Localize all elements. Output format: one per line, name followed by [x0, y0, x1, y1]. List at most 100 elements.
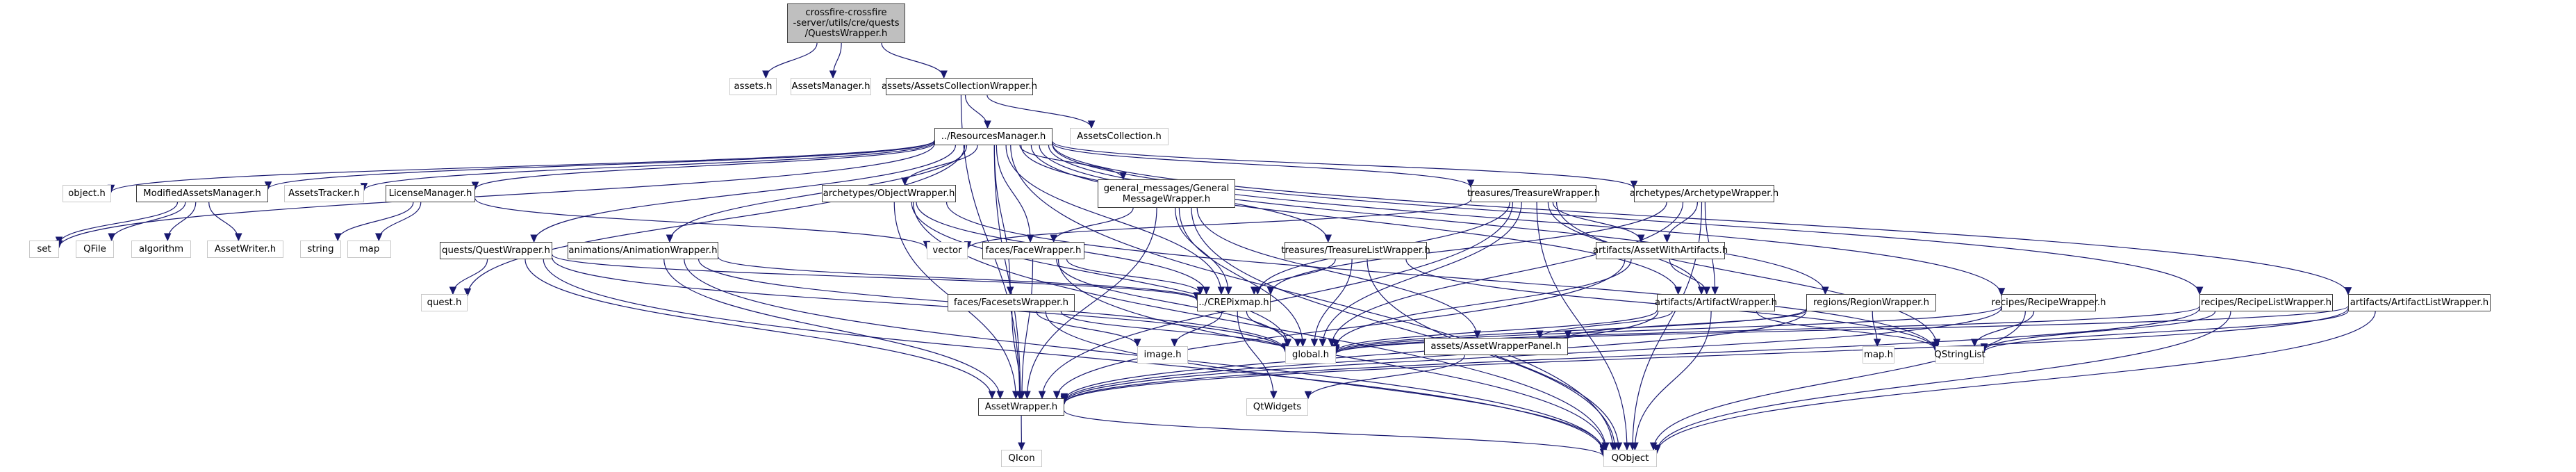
node-assetscollectionwrapper-h[interactable]: assets/AssetsCollectionWrapper.h [882, 78, 1037, 95]
edge-assetwrapperpanel_h-to-qtwidgets [1307, 355, 1465, 399]
node-label: quest.h [427, 298, 462, 308]
edge-facewrapper_h-to-global_h [1056, 259, 1288, 347]
node-objectwrapper-h[interactable]: archetypes/ObjectWrapper.h [822, 185, 956, 202]
node-regionwrapper-h[interactable]: regions/RegionWrapper.h [1806, 294, 1936, 311]
node-assetwrapperpanel-h[interactable]: assets/AssetWrapperPanel.h [1424, 338, 1568, 355]
edge-treasurewrapper_h-to-assetwrapper_h [1041, 202, 1514, 399]
node-modifiedassetsmanager-h[interactable]: ModifiedAssetsManager.h [136, 185, 268, 202]
arrowhead-icon [1052, 391, 1061, 400]
node-licensemanager-h[interactable]: LicenseManager.h [386, 185, 475, 202]
node-treasurewrapper-h[interactable]: treasures/TreasureWrapper.h [1467, 185, 1600, 202]
node-label: recipes/RecipeListWrapper.h [2200, 298, 2332, 308]
edge-animationwrapper_h-to-crepixmap_h [718, 257, 1198, 300]
node-treasurelistwrapper-h[interactable]: treasures/TreasureListWrapper.h [1281, 242, 1430, 259]
arrowhead-icon [1133, 339, 1141, 348]
edge-resourcesmanager_h-to-qobject [1010, 145, 1614, 450]
arrowhead-icon [1012, 391, 1020, 400]
node-questwrapper-h[interactable]: quests/QuestWrapper.h [440, 242, 552, 259]
edge-resourcesmanager_h-to-crepixmap_h [1005, 145, 1222, 295]
node-qobject: QObject [1603, 450, 1657, 467]
edge-treasurewrapper_h-to-qstringlist [1555, 202, 1938, 347]
node-label: QStringList [1934, 350, 1985, 360]
edge-assetscollectionwrapper_h-to-assetscollection_h [986, 95, 1092, 129]
node-qfile: QFile [76, 241, 114, 258]
edge-facesetswrapper_h-to-global_h [1060, 311, 1286, 351]
node-recipelistwrapper-h[interactable]: recipes/RecipeListWrapper.h [2199, 294, 2333, 311]
node-root[interactable]: crossfire-crossfire -server/utils/cre/qu… [787, 3, 905, 43]
edge-assetwithartifacts_h-to-assetwrapper_h [1056, 259, 1626, 399]
edge-resourcesmanager_h-to-artifactlistwrapper_h [1052, 143, 2349, 295]
edge-facewrapper_h-to-crepixmap_h [1066, 259, 1201, 295]
node-algorithm: algorithm [131, 241, 191, 258]
edge-recipelistwrapper_h-to-global_h [1335, 306, 2200, 355]
edge-recipewrapper_h-to-global_h [1335, 305, 2002, 354]
arrowhead-icon [1615, 442, 1623, 451]
edge-modifiedassetsmanager_h-to-assetwriter_h [208, 202, 239, 241]
node-generalmessagewrapper-h[interactable]: general_messages/General MessageWrapper.… [1098, 179, 1235, 208]
edge-artifactlistwrapper_h-to-qobject [1656, 311, 2376, 453]
node-label: faces/FaceWrapper.h [985, 245, 1082, 256]
node-resourcesmanager-h[interactable]: ../ResourcesManager.h [934, 128, 1052, 145]
edge-treasurelistwrapper_h-to-global_h [1314, 259, 1353, 347]
edge-root-to-assets_h [765, 42, 818, 79]
edge-recipelistwrapper_h-to-qobject [1656, 311, 2231, 453]
arrowhead-icon [1324, 234, 1332, 243]
node-assetwriter-h: AssetWriter.h [207, 241, 283, 258]
arrowhead-icon [1225, 286, 1232, 295]
node-label: artifacts/ArtifactListWrapper.h [2350, 298, 2489, 308]
arrowhead-icon [333, 233, 342, 242]
edge-resourcesmanager_h-to-recipewrapper_h [1048, 145, 2002, 295]
node-artifactlistwrapper-h[interactable]: artifacts/ArtifactListWrapper.h [2348, 294, 2491, 311]
edge-questwrapper_h-to-assetwrapper_h [525, 259, 993, 399]
node-qstringlist: QStringList [1934, 346, 1985, 364]
arrowhead-icon [2195, 286, 2204, 295]
edge-facesetswrapper_h-to-assetwrapper_h [1012, 311, 1021, 399]
node-label: set [37, 244, 51, 254]
node-recipewrapper-h[interactable]: recipes/RecipeWrapper.h [1992, 294, 2106, 311]
edge-treasurewrapper_h-to-global_h [1322, 202, 1522, 347]
edge-licensemanager_h-to-string [337, 202, 414, 241]
edge-artifactwrapper_h-to-global_h [1335, 310, 1658, 352]
edge-resourcesmanager_h-to-generalmessagewrapper_h [1019, 145, 1124, 180]
arrowhead-icon [1171, 339, 1178, 348]
node-crepixmap-h[interactable]: ../CREPixmap.h [1197, 294, 1271, 311]
edge-root-to-assetscollectionwrapper_h [881, 42, 945, 79]
arrowhead-icon [666, 234, 674, 243]
arrowhead-icon [1217, 286, 1225, 295]
node-label: general_messages/General MessageWrapper.… [1103, 183, 1230, 204]
edge-generalmessagewrapper_h-to-qobject [1191, 207, 1616, 450]
arrowhead-icon [1637, 234, 1645, 243]
arrowhead-icon [1299, 339, 1307, 348]
node-image-h: image.h [1137, 346, 1188, 364]
edge-licensemanager_h-to-vector [474, 198, 927, 249]
node-animationwrapper-h[interactable]: animations/AnimationWrapper.h [568, 242, 718, 259]
edge-generalmessagewrapper_h-to-global_h [1178, 207, 1303, 347]
arrowhead-icon [988, 391, 996, 400]
node-label: regions/RegionWrapper.h [1813, 298, 1930, 308]
edge-resourcesmanager_h-to-regionwrapper_h [1039, 145, 1826, 295]
edge-recipewrapper_h-to-qobject [1653, 311, 2026, 450]
node-label: assets.h [734, 81, 773, 92]
node-assetwithartifacts-h[interactable]: artifacts/AssetWithArtifacts.h [1593, 242, 1728, 259]
node-assetscollection-h: AssetsCollection.h [1070, 128, 1169, 145]
edge-resourcesmanager_h-to-assetstracker_h [363, 141, 935, 191]
arrowhead-icon [1026, 234, 1034, 243]
node-assetwrapper-h[interactable]: AssetWrapper.h [978, 398, 1064, 416]
edge-modifiedassetsmanager_h-to-set [58, 202, 179, 245]
arrowhead-icon [996, 391, 1005, 400]
arrowhead-icon [1294, 339, 1302, 348]
arrowhead-icon [1467, 179, 1475, 188]
edge-artifactwrapper_h-to-qobject [1634, 311, 1712, 450]
edge-resourcesmanager_h-to-facewrapper_h [996, 145, 1031, 243]
node-facesetswrapper-h[interactable]: faces/FacesetsWrapper.h [948, 294, 1075, 311]
node-label: archetypes/ArchetypeWrapper.h [1629, 188, 1779, 199]
node-facewrapper-h[interactable]: faces/FaceWrapper.h [982, 242, 1084, 259]
edge-resourcesmanager_h-to-artifactwrapper_h [1030, 145, 1679, 295]
node-artifactwrapper-h[interactable]: artifacts/ArtifactWrapper.h [1655, 294, 1777, 311]
arrowhead-icon [1697, 286, 1706, 295]
arrowhead-icon [1018, 442, 1025, 451]
edge-resourcesmanager_h-to-object_h [110, 140, 935, 193]
edge-facewrapper_h-to-assetwrapper_h [1021, 259, 1034, 399]
node-archetypewrapper-h[interactable]: archetypes/ArchetypeWrapper.h [1630, 185, 1778, 202]
arrowhead-icon [1016, 391, 1025, 400]
